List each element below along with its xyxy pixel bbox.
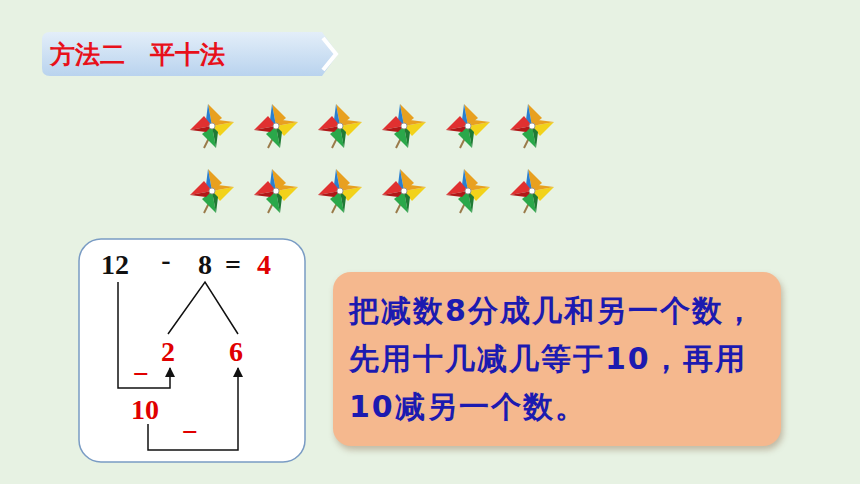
operator-sign: −: [133, 360, 149, 388]
equation-box: 12-8=426−10−: [78, 238, 306, 463]
explanation-text: 把减数8分成几和另一个数，先用十几减几等于10，再用10减另一个数。: [349, 287, 765, 431]
operator-sign: =: [225, 251, 241, 279]
explanation-box: 把减数8分成几和另一个数，先用十几减几等于10，再用10减另一个数。: [333, 272, 781, 446]
operator-sign: -: [161, 246, 170, 274]
equation-number: 6: [229, 338, 243, 366]
equation-number: 10: [131, 396, 159, 424]
method-title: 方法二 平十法: [40, 38, 225, 71]
method-banner: 方法二 平十法: [40, 30, 340, 78]
equation-number: 8: [198, 251, 212, 279]
pinwheel-row: [190, 104, 554, 148]
equation-number: 4: [257, 251, 271, 279]
equation-number: 12: [101, 251, 129, 279]
operator-sign: −: [182, 418, 198, 446]
pinwheel-row: [190, 169, 554, 213]
equation-number: 2: [161, 338, 175, 366]
